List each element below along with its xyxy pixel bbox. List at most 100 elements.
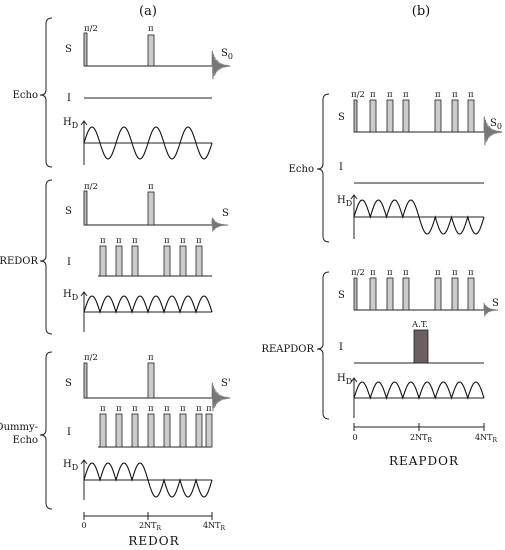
pulse-label: π	[164, 236, 170, 246]
hd-rectified-wave	[83, 295, 213, 314]
pulse-label: π	[452, 268, 458, 278]
block-bracket	[39, 351, 53, 510]
pulse-pi-half	[353, 99, 358, 133]
pulse-label: π	[148, 182, 154, 192]
pulse-label: π	[148, 24, 154, 34]
fid-signal	[483, 301, 499, 318]
hd-rectified-wave-positive	[83, 462, 149, 483]
channel-label-s: S	[338, 290, 345, 301]
channel-label-i: I	[339, 342, 343, 353]
axis-tick-label: 4NTR	[475, 433, 497, 444]
signal-label-s0: S0	[221, 48, 233, 61]
block-bracket	[316, 271, 330, 420]
block-bracket	[39, 179, 53, 335]
pulse-pi-half	[83, 362, 88, 399]
hd-axis-arrow	[350, 194, 358, 200]
hd-rectified-wave-positive	[353, 199, 420, 220]
pulse-label: π	[148, 404, 154, 414]
channel-label-hd: HD	[63, 289, 78, 302]
pulse-label: π	[180, 404, 186, 414]
block-bracket	[39, 17, 53, 168]
pulse-pi-half	[83, 190, 88, 226]
pulse-label: π	[164, 404, 170, 414]
channel-label-s: S	[65, 378, 72, 389]
pulse-label: π	[468, 90, 474, 100]
pulse-label: π/2	[351, 90, 365, 100]
pulse-pi	[434, 277, 442, 311]
axis-tick-label: 0	[352, 433, 357, 442]
hd-axis-arrow	[80, 459, 88, 465]
pulse-pi	[179, 413, 187, 448]
signal-label-s: S	[492, 298, 499, 309]
pulse-label: π	[100, 404, 106, 414]
axis-tick-label: 4NTR	[203, 521, 225, 532]
hd-axis-arrow	[350, 377, 358, 383]
pulse-pi	[205, 413, 213, 448]
pulse-label: π	[452, 90, 458, 100]
pulse-label: π	[180, 236, 186, 246]
pulse-pi	[131, 413, 139, 448]
pulse-label: π	[403, 268, 409, 278]
panel-a-caption: REDOR	[128, 534, 179, 548]
channel-label-hd: HD	[63, 117, 78, 130]
signal-label-s-prime: S'	[221, 378, 231, 389]
fid-signal	[211, 217, 229, 233]
signal-label-s0: S0	[490, 118, 502, 131]
channel-label-i: I	[67, 93, 71, 104]
channel-label-i: I	[67, 427, 71, 438]
panel-b-label: (b)	[412, 4, 430, 19]
pulse-label: π	[370, 90, 376, 100]
pulse-label: π	[132, 404, 138, 414]
block-bracket	[316, 93, 330, 243]
pulse-pi	[115, 413, 123, 448]
pulse-pi	[434, 99, 442, 133]
fid-signal	[211, 50, 231, 80]
pulse-pi	[467, 99, 475, 133]
pulse-label: π	[435, 90, 441, 100]
pulse-label: π	[148, 353, 154, 363]
pulse-label: π	[206, 404, 212, 414]
block-label-reapdor: REAPDOR	[261, 344, 314, 355]
pulse-pi-half	[353, 277, 358, 311]
axis-tick-label: 2NTR	[410, 433, 432, 444]
fid-signal	[483, 116, 503, 146]
pulse-label: π	[435, 268, 441, 278]
pulse-pi	[402, 99, 410, 133]
adiabatic-transfer-pulse	[413, 329, 429, 364]
pulse-pi	[195, 413, 203, 448]
pulse-pi	[147, 34, 155, 67]
pulse-pi	[147, 191, 155, 226]
pulse-pi	[467, 277, 475, 311]
pulse-label: π	[403, 90, 409, 100]
pulse-pi	[451, 277, 459, 311]
pulse-pi-half	[83, 32, 88, 67]
block-label-redor: REDOR	[0, 256, 38, 267]
panel-a-label: (a)	[139, 4, 157, 19]
panel-b-caption: REAPDOR	[389, 454, 459, 468]
channel-label-i: I	[67, 257, 71, 268]
pulse-label: π/2	[84, 353, 98, 363]
pulse-label: π	[468, 268, 474, 278]
hd-rectified-wave-negative	[418, 214, 485, 235]
hd-axis-arrow	[80, 120, 88, 126]
pulse-pi	[195, 245, 203, 277]
pulse-pi	[115, 245, 123, 277]
pulse-pi	[386, 277, 394, 311]
pulse-pi	[369, 277, 377, 311]
block-label-echo-b: Echo	[289, 164, 314, 175]
fid-signal	[211, 382, 231, 412]
pulse-label: π/2	[84, 24, 98, 34]
hd-rectified-wave-negative	[147, 477, 213, 498]
pulse-pi	[402, 277, 410, 311]
block-label-dummy-echo-line2: Echo	[13, 435, 38, 446]
pulse-label: π	[387, 90, 393, 100]
pulse-label: π	[132, 236, 138, 246]
pulse-pi	[99, 413, 107, 448]
pulse-pi	[163, 245, 171, 277]
pulse-label: π	[116, 236, 122, 246]
pulse-label: π/2	[351, 268, 365, 278]
channel-label-i: I	[339, 162, 343, 173]
